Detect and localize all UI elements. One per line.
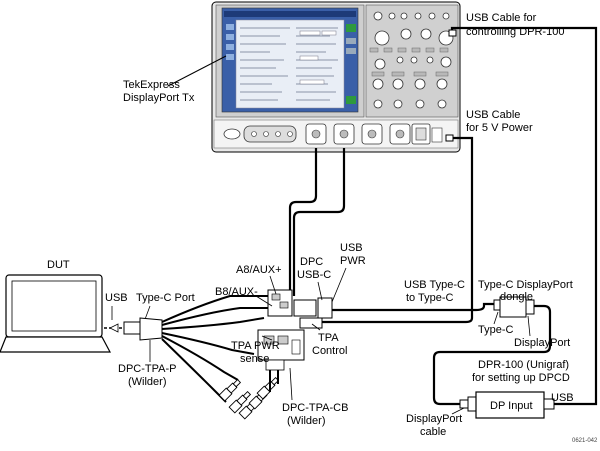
tpa-control-sublabel: Control [312, 345, 347, 357]
probe-fanout-cables [161, 295, 270, 403]
usb-type-c-cable [332, 302, 494, 312]
sma-connectors [218, 376, 280, 420]
dpc-usb-c-label: DPC [300, 256, 323, 268]
usb-ctrl-label: USB Cable for [466, 12, 537, 24]
type-c-port-label: Type-C Port [136, 292, 195, 304]
usb-label: USB [105, 292, 128, 304]
tekexpress-leader [167, 55, 227, 87]
scope-bottom-strip [213, 119, 459, 149]
figure-id: 0621-042 [572, 438, 598, 444]
tpa-control-label: TPA [318, 332, 339, 344]
usb-plug-5v [445, 134, 454, 142]
dpc-usb-c-sublabel: USB-C [297, 269, 331, 281]
dut-label: DUT [47, 259, 70, 271]
dpr-100-sublabel: for setting up DPCD [472, 372, 570, 384]
dpc-tpa-p-label: DPC-TPA-P [118, 363, 176, 375]
dpc-tpa-cb-label: DPC-TPA-CB [282, 402, 348, 414]
tekexpress-sublabel: DisplayPort Tx [123, 92, 195, 104]
scope-to-fixture-cables [288, 148, 346, 296]
tpa-pwr-sense-sublabel: sense [240, 353, 269, 365]
usb-plug-ctrl [448, 29, 457, 37]
dpc-tpa-cb-sublabel: (Wilder) [287, 415, 326, 427]
usb-type-c-cable-sublabel: to Type-C [406, 292, 454, 304]
a8-aux-plus-label: A8/AUX+ [236, 264, 282, 276]
tekexpress-label: TekExpress [123, 79, 180, 91]
dongle-displayport-label: DisplayPort [514, 337, 570, 349]
displayport-cable [432, 304, 552, 406]
tekexpress-screen [221, 7, 359, 113]
scope-front-panel [365, 4, 459, 118]
usb-type-c-cable-label: USB Type-C [404, 279, 465, 291]
dpc-tpa-fixture [257, 289, 333, 371]
dongle-type-c-label: Type-C [478, 324, 514, 336]
dpr-usb-port-label: USB [551, 392, 574, 404]
dpr-100-box [459, 391, 576, 419]
usb-5v-sublabel: for 5 V Power [466, 122, 533, 134]
oscilloscope [211, 1, 461, 153]
dongle-sublabel: dongle [500, 291, 533, 303]
dpr-100-label: DPR-100 (Unigraf) [478, 359, 569, 371]
tpa-pwr-sense-label: TPA PWR [231, 340, 280, 352]
displayport-cable-sublabel: cable [420, 426, 446, 438]
usb-ctrl-sublabel: controlling DPR-100 [466, 26, 564, 38]
displayport-cable-label: DisplayPort [406, 413, 462, 425]
dut-laptop [0, 274, 111, 353]
type-c-dp-dongle [493, 296, 535, 318]
dpc-tpa-p-sublabel: (Wilder) [128, 376, 167, 388]
fixture-down-cables [269, 370, 279, 392]
b8-aux-minus-label: B8/AUX- [215, 286, 258, 298]
dp-input-label: DP Input [490, 400, 533, 412]
dpc-tpa-p-probe [104, 317, 163, 341]
usb-5v-label: USB Cable [466, 109, 520, 121]
usb-pwr-sublabel: PWR [340, 255, 366, 267]
dongle-label: Type-C DisplayPort [478, 279, 573, 291]
usb-pwr-label: USB [340, 242, 363, 254]
